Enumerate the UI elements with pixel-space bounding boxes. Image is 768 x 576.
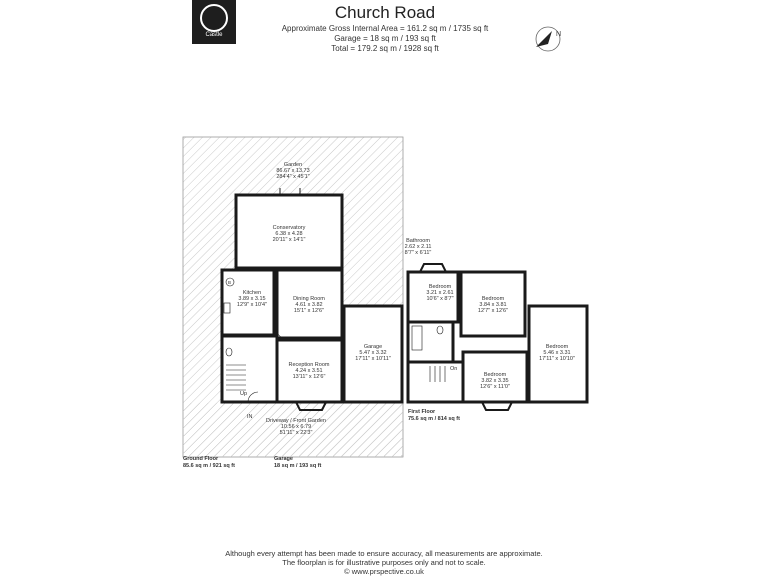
disclaimer-line-1: Although every attempt has been made to …: [225, 549, 543, 558]
bedroom3-imperial: 17'11" x 10'10": [539, 356, 575, 362]
kitchen-sink-icon: [223, 302, 231, 314]
compass-icon: N: [535, 26, 561, 52]
bedroom4-dims: 3.82 x 3.35: [481, 378, 508, 384]
bedroom-front-room: [461, 350, 529, 404]
garage-dims: 5.47 x 3.32: [359, 350, 386, 356]
bedroom-large-room: [527, 304, 589, 404]
bedroom-middle-room: [459, 270, 527, 338]
driveway-imperial: 51'11" x 22'3": [280, 430, 313, 436]
garage-floor-title: Garage: [274, 456, 293, 462]
first-floor-plan: [406, 263, 589, 411]
ground-floor-area: 85.6 sq m / 921 sq ft: [183, 463, 235, 469]
first-floor-stairs: [429, 366, 446, 382]
bathroom-imperial: 8'7" x 6'11": [405, 250, 432, 256]
garden-dims: 86.67 x 13.73: [276, 168, 309, 174]
conservatory-door: [279, 188, 301, 195]
reception-dims: 4.24 x 3.51: [295, 368, 322, 374]
bedroom2-label: Bedroom: [482, 296, 505, 302]
garage-floor-area: 18 sq m / 193 sq ft: [274, 463, 322, 469]
bedroom1-dims: 3.21 x 2.61: [426, 290, 453, 296]
reception-bay-window: [295, 401, 327, 411]
reception-label: Reception Room: [289, 362, 330, 368]
boiler-label: B: [228, 280, 231, 285]
bedroom4-label: Bedroom: [484, 372, 507, 378]
dining-label: Dining Room: [293, 296, 325, 302]
bedroom1-label: Bedroom: [429, 284, 452, 290]
castle-logo-icon: [200, 4, 228, 32]
copyright-line: © www.prspective.co.uk: [344, 567, 424, 576]
bedroom3-dims: 5.46 x 3.31: [543, 350, 570, 356]
disclaimer-line-2: The floorplan is for illustrative purpos…: [282, 558, 486, 567]
compass-north-label: N: [556, 31, 561, 38]
plan-title: Church Road: [334, 3, 436, 22]
stairs-up-label: Up: [240, 391, 247, 397]
entrance-label: IN: [247, 414, 253, 420]
front-door-swing: [247, 391, 259, 403]
conservatory-imperial: 20'11" x 14'1": [273, 237, 306, 243]
brand-logo: Castle: [192, 0, 236, 44]
conservatory-room: [234, 193, 344, 270]
garage-label: Garage: [364, 344, 382, 350]
bedroom1-imperial: 10'6" x 8'7": [426, 296, 453, 302]
bathroom-label: Bathroom: [406, 238, 430, 244]
driveway-area: [183, 403, 403, 457]
boiler-icon: [225, 277, 235, 287]
kitchen-label: Kitchen: [243, 290, 261, 296]
bedroom-bay-window: [481, 401, 513, 411]
bedroom3-label: Bedroom: [546, 344, 569, 350]
dining-door-swing: [276, 329, 286, 339]
dining-dims: 4.61 x 3.82: [295, 302, 322, 308]
bathroom-toilet-icon: [436, 325, 444, 335]
first-floor-marker: On: [450, 366, 457, 372]
garage-imperial: 17'11" x 10'11": [355, 356, 391, 362]
driveway-dims: 10.56 x 6.79: [281, 424, 311, 430]
ground-floor-plan: [220, 188, 404, 411]
garden-label: Garden: [284, 162, 302, 168]
bedroom-top-bay-window: [419, 263, 447, 273]
wc-toilet-icon: [225, 347, 233, 357]
landing-area: [406, 360, 465, 404]
conservatory-dims: 6.38 x 4.28: [275, 231, 302, 237]
bath-tub-icon: [411, 325, 423, 351]
bedroom4-imperial: 12'6" x 11'0": [480, 384, 510, 390]
bedroom2-imperial: 12'7" x 12'6": [478, 308, 508, 314]
conservatory-label: Conservatory: [273, 225, 306, 231]
garage-room: [342, 304, 404, 404]
reception-imperial: 13'11" x 12'6": [293, 374, 326, 380]
bathroom-dims: 2.62 x 2.11: [405, 244, 432, 250]
garage-area-line: Garage = 18 sq m / 193 sq ft: [334, 34, 436, 43]
ground-floor-title: Ground Floor: [183, 456, 219, 462]
first-floor-area: 75.6 sq m / 814 sq ft: [408, 416, 460, 422]
driveway-label: Driveway / Front Garden: [266, 418, 326, 424]
dining-imperial: 15'1" x 12'6": [294, 308, 324, 314]
brand-name: Castle: [205, 32, 223, 38]
dining-room: [275, 268, 344, 340]
gross-area-line: Approximate Gross Internal Area = 161.2 …: [281, 24, 489, 33]
stairs: [226, 364, 246, 391]
reception-room: [275, 338, 344, 404]
hall-area: [220, 334, 279, 404]
total-area-line: Total = 179.2 sq m / 1928 sq ft: [331, 44, 439, 53]
first-floor-title: First Floor: [408, 409, 436, 415]
bedroom2-dims: 3.84 x 3.81: [479, 302, 506, 308]
garden-imperial: 284'4" x 45'1": [276, 174, 309, 180]
kitchen-imperial: 12'9" x 10'4": [237, 302, 267, 308]
kitchen-dims: 3.89 x 3.15: [238, 296, 265, 302]
